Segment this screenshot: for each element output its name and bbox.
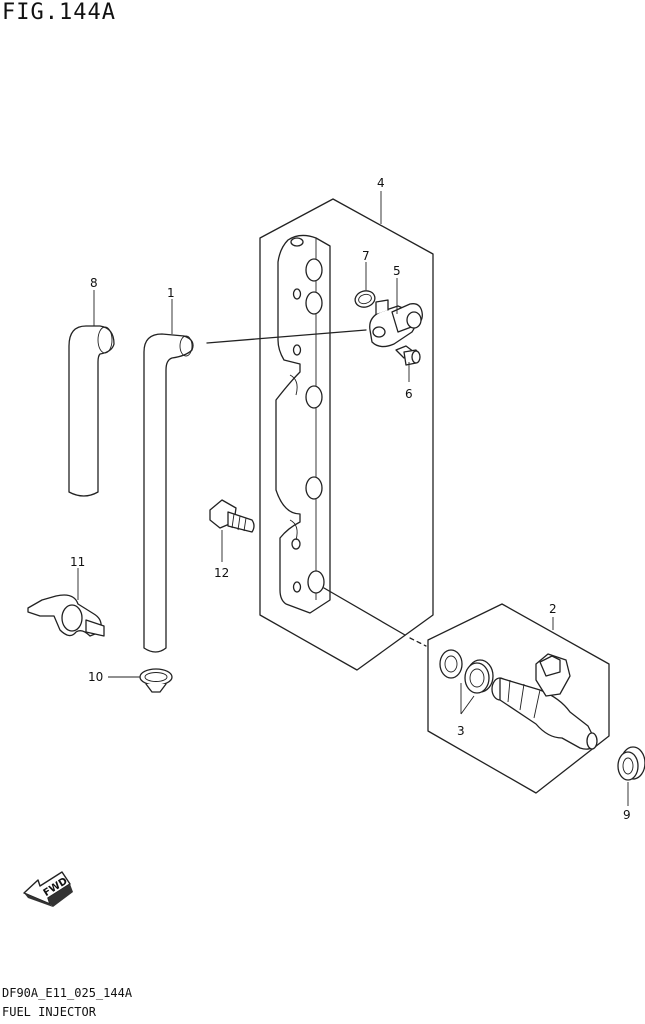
callout-8: 8 xyxy=(90,276,98,290)
figure-code: DF90A_E11_025_144A xyxy=(2,986,133,1000)
figure-title: FIG.144A xyxy=(2,0,116,25)
hose-clamp-10[interactable] xyxy=(139,668,173,693)
callout-11: 11 xyxy=(70,555,85,569)
callout-4: 4 xyxy=(377,176,385,190)
injector-group-outline xyxy=(427,603,610,794)
fuel-rail-group xyxy=(259,198,434,671)
callout-6: 6 xyxy=(405,387,413,401)
fuel-injector[interactable] xyxy=(491,653,598,750)
fwd-arrow-icon: FWD xyxy=(23,871,73,907)
callout-3: 3 xyxy=(457,724,465,738)
fuel-rail-group-outline xyxy=(259,198,434,671)
injector-seal-3[interactable] xyxy=(439,649,494,694)
seal-ring-9[interactable] xyxy=(617,746,645,781)
callout-5: 5 xyxy=(393,264,401,278)
fuel-inlet-fitting[interactable] xyxy=(369,299,423,348)
figure-name: FUEL INJECTOR xyxy=(2,1005,96,1019)
o-ring-7[interactable] xyxy=(353,289,376,310)
bolt-12[interactable] xyxy=(209,499,255,533)
callout-9: 9 xyxy=(623,808,631,822)
fuel-rail[interactable] xyxy=(275,234,331,614)
hose-8[interactable] xyxy=(68,325,115,497)
rail-to-injector-leader xyxy=(323,587,406,636)
callout-1: 1 xyxy=(167,286,175,300)
rail-to-injector-dash xyxy=(409,637,427,647)
injector-group xyxy=(427,603,610,794)
hose-1[interactable] xyxy=(143,333,194,653)
callout-7: 7 xyxy=(362,249,370,263)
hose-clip-11[interactable] xyxy=(27,594,105,637)
fitting-bolt[interactable] xyxy=(395,345,421,366)
callout-leaders xyxy=(77,191,629,806)
callout-2: 2 xyxy=(549,602,557,616)
hose-to-rail-leader xyxy=(206,329,367,344)
callout-10: 10 xyxy=(88,670,103,684)
callout-12: 12 xyxy=(214,566,229,580)
